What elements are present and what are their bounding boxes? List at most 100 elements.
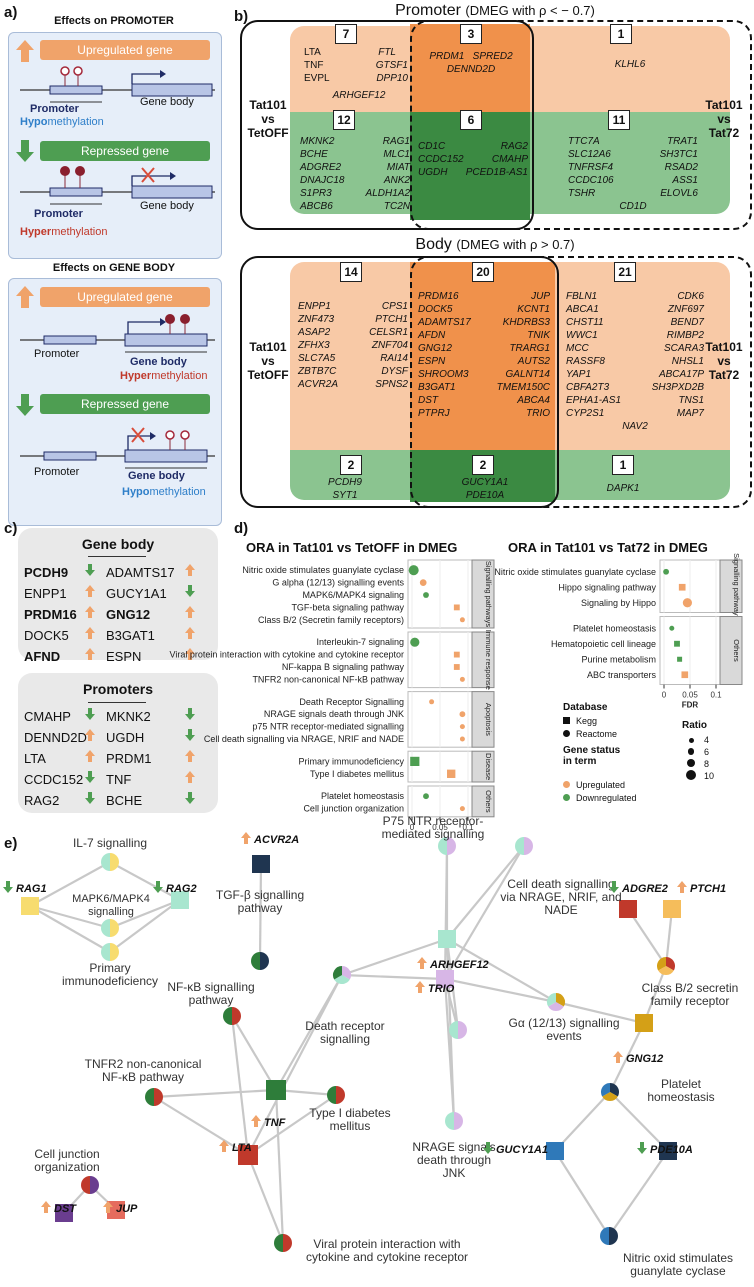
gene-name: ASAP2 (298, 327, 331, 338)
gene-name: PCED1B-AS1 (465, 167, 528, 178)
kegg-point (447, 769, 456, 778)
promoters-underline (88, 702, 146, 703)
gene-name: PRDM16 (418, 291, 459, 302)
down-arrow-icon (185, 729, 195, 741)
up-arrow-icon (185, 648, 195, 660)
upregulated-gene-pill-2: Upregulated gene (40, 287, 210, 307)
body-dn-right-genes: DAPK1 (606, 483, 640, 494)
gene-name: ESPN (418, 356, 446, 367)
reactome-point (459, 711, 466, 718)
legend-up: Upregulated (563, 780, 625, 790)
gene-name: MKNK2 (106, 709, 151, 724)
gene-name: CBFA2T3 (566, 382, 610, 393)
kegg-point (674, 640, 680, 647)
category-label: Others (484, 790, 493, 813)
kegg-point (681, 671, 689, 679)
legend-db-title: Database (563, 702, 608, 713)
gene-name: BCHE (106, 793, 143, 808)
category-label: Others (732, 639, 741, 662)
nrage-node (449, 1021, 467, 1039)
gene-name: ESPN (106, 649, 142, 664)
rag2-node (171, 891, 189, 909)
gene-name: RIMBP2 (666, 330, 704, 341)
reactome-point (419, 579, 427, 586)
promoter-hypo-schematic (20, 66, 215, 103)
term-ga: Gα (12/13) signalling events (508, 1016, 620, 1043)
gene-name: CDK6 (677, 291, 704, 302)
gene-name: CCDC106 (568, 175, 614, 186)
gene-jup: JUP (102, 1200, 137, 1217)
legend-kegg: Kegg (563, 716, 597, 726)
ratio-value: 6 (704, 747, 710, 757)
network-nodes (21, 837, 681, 1252)
tgfb-node (251, 952, 269, 970)
gene-arhgef12: ARHGEF12 (416, 956, 489, 973)
reactome-point (459, 617, 465, 623)
category-strip (719, 616, 743, 685)
category-strip (471, 785, 495, 818)
classb-node (657, 957, 676, 975)
gene-name: TNF (106, 772, 132, 787)
promoter-label-2: Promoter (34, 208, 83, 220)
gene-name: MCC (566, 343, 589, 354)
gene-name: CCDC152 (24, 772, 84, 787)
term-no: Nitric oxid stimulates guanylate cyclase (622, 1251, 734, 1278)
body-hypo-schematic (20, 427, 215, 469)
ratio-value: 8 (704, 759, 710, 769)
prom-dn-mid-count: 6 (460, 110, 482, 130)
reactome-point (682, 598, 693, 608)
term-label: Nitric oxide stimulates guanylate cyclas… (494, 567, 656, 577)
term-label: NF-kappa B signaling pathway (282, 662, 405, 672)
ora-right-title: ORA in Tat101 vs Tat72 in DMEG (508, 540, 708, 555)
acvr2a-node (252, 855, 270, 873)
gene-name: GUCY1A1 (106, 586, 167, 601)
promoter-down-overlap (410, 112, 530, 220)
gene-rag2: RAG2 (152, 880, 197, 897)
term-pid: Primary immunodeficiency (61, 961, 159, 988)
up-arrow-icon (85, 648, 95, 660)
up-arrow-icon (185, 750, 195, 762)
tick-label: 0.1 (462, 823, 474, 830)
nrage-death-node (445, 1112, 463, 1130)
promoter-venn-title: Promoter (DMEG with ρ < − 0.7) (395, 2, 595, 19)
gene-name: ASS1 (672, 175, 698, 186)
gene-name: ELOVL6 (660, 188, 698, 199)
gene-name: CYP2S1 (566, 408, 605, 419)
kegg-point (678, 583, 686, 591)
gene-name: UGDH (106, 730, 145, 745)
gene-body-list-box (18, 528, 218, 660)
pde10a-node (659, 1142, 677, 1160)
term-label: ABC transporters (587, 670, 657, 680)
prom-up-mid-count: 3 (460, 24, 482, 44)
gene-name: CCDC152 (418, 154, 464, 165)
gene-name: CMAHP (24, 709, 71, 724)
body-up-right-count: 21 (614, 262, 636, 282)
term-label: Platelet homeostasis (321, 791, 405, 801)
prom-up-right-count: 1 (610, 24, 632, 44)
reactome-point (663, 568, 670, 575)
gene-name: SLC7A5 (298, 353, 336, 364)
body-tat72-set (410, 256, 752, 508)
term-t1d: Type I diabetes mellitus (309, 1106, 391, 1133)
up-arrow-icon (241, 832, 251, 844)
term-label: Primary immunodeficiency (298, 756, 404, 766)
category-label: Signalling pathways (484, 561, 493, 628)
gene-name: ACVR2A (298, 379, 339, 390)
gene-name: DNAJC18 (300, 175, 345, 186)
gene-name: SPNS2 (375, 379, 408, 390)
gene-name: SCARA3 (663, 343, 704, 354)
gene-name: DYSF (381, 366, 408, 377)
category-strip (471, 559, 495, 629)
il7-node (101, 853, 119, 871)
up-arrow-icon (16, 40, 34, 62)
gene-name: ABCB6 (300, 201, 333, 212)
down-arrow-icon (85, 771, 95, 783)
gene-body-list-title: Gene body (81, 536, 155, 552)
term-label: Type I diabetes mellitus (310, 769, 405, 779)
legend-ratio-title: Ratio (682, 720, 707, 731)
